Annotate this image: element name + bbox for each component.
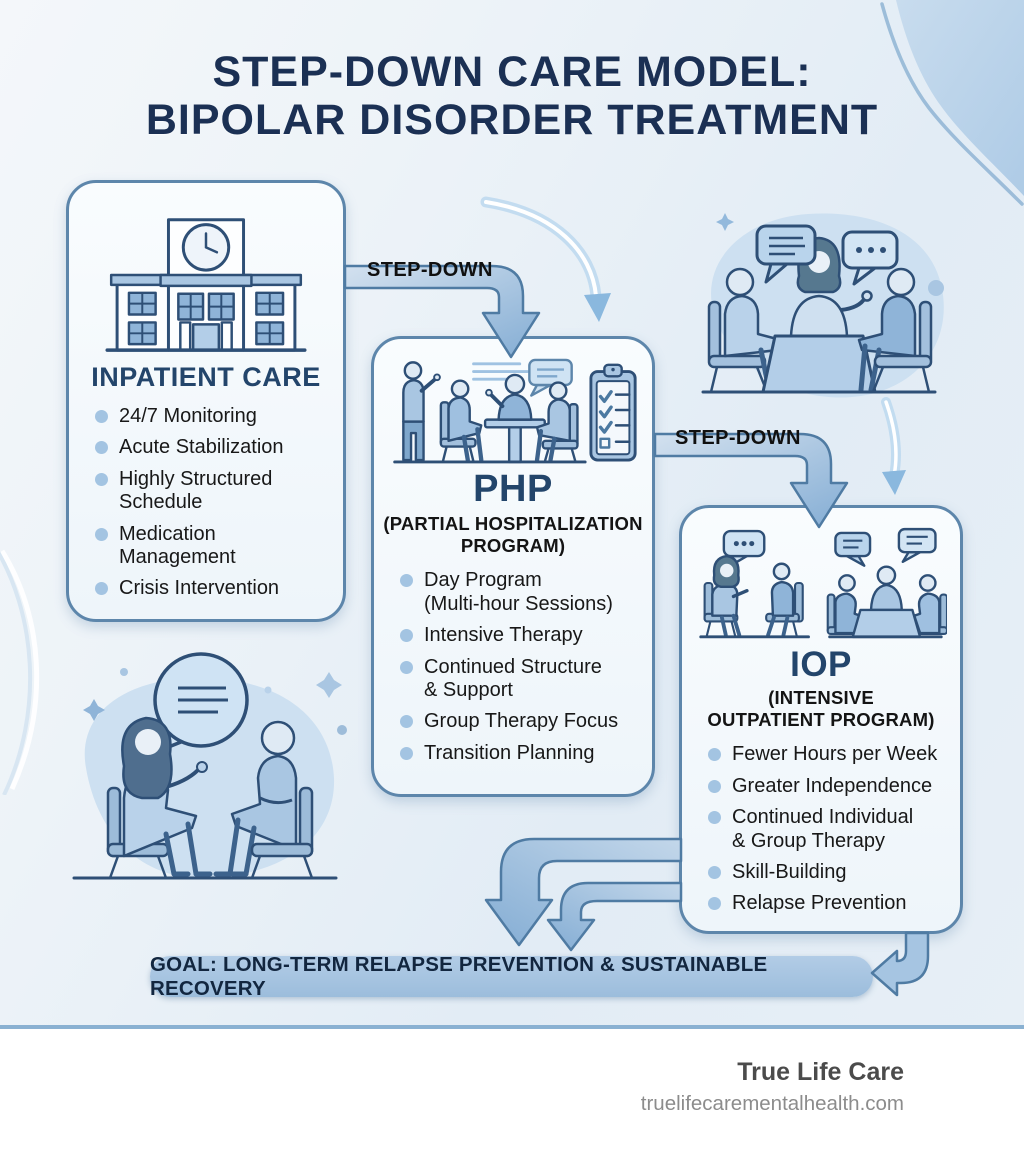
down-arrow-outer [484, 837, 683, 947]
chair-icon [250, 786, 314, 879]
list-item: Highly Structured Schedule [95, 468, 335, 515]
list-item: Continued Individual & Group Therapy [708, 806, 952, 853]
page-title: STEP-DOWN CARE MODEL: BIPOLAR DISORDER T… [145, 48, 879, 145]
stage-feature-list: Day Program (Multi-hour Sessions) Intens… [374, 569, 652, 765]
stage-feature-list: Fewer Hours per Week Greater Independenc… [682, 743, 960, 915]
hospital-building-icon [105, 218, 307, 352]
dot-decoration [928, 280, 944, 296]
goal-banner-text: GOAL: LONG-TERM RELAPSE PREVENTION & SUS… [150, 952, 768, 1000]
footer-divider [0, 1025, 1024, 1029]
list-item: Greater Independence [708, 775, 952, 798]
list-item: Fewer Hours per Week [708, 743, 952, 766]
seated-person [534, 381, 579, 463]
list-item: Day Program (Multi-hour Sessions) [400, 569, 644, 616]
bullet-dot [95, 582, 108, 596]
list-item: Transition Planning [400, 742, 644, 765]
corner-wave-decoration [880, 0, 1024, 206]
group-center-person [869, 565, 903, 612]
speech-bubble-lines-icon [755, 224, 817, 284]
one-on-one-therapy-illustration [72, 652, 347, 880]
stage-feature-list: 24/7 Monitoring Acute Stabilization High… [69, 405, 343, 601]
patient-person [213, 720, 298, 877]
bullet-dot [400, 629, 413, 643]
therapy-sessions-icon [699, 527, 947, 639]
counseling-session-illustration [701, 213, 944, 398]
speech-bubble-icon [528, 358, 573, 397]
standing-person [402, 361, 441, 462]
stage-heading: PHP [473, 468, 553, 510]
curved-flow-arrow-right [881, 397, 906, 495]
sparkle-icon [83, 699, 105, 721]
speech-bubble-lines-icon [834, 531, 872, 567]
list-item: Intensive Therapy [400, 624, 644, 647]
website-url: truelifecarementalhealth.com [640, 1092, 904, 1115]
sparkle-icon [716, 213, 734, 231]
chair-icon [871, 300, 933, 393]
iop-to-goal-arrow [870, 931, 930, 997]
stage-card-php: PHP (PARTIAL HOSPITALIZATION PROGRAM) Da… [371, 336, 655, 797]
stage-heading: INPATIENT CARE [91, 362, 321, 392]
left-arc-decoration [0, 549, 40, 795]
stage-subheading: (PARTIAL HOSPITALIZATION PROGRAM) [383, 513, 643, 557]
bullet-dot [708, 779, 721, 793]
stage-card-iop: IOP (INTENSIVE OUTPATIENT PROGRAM) Fewer… [679, 505, 963, 934]
footer: True Life Care truelifecarementalhealth.… [0, 1029, 1024, 1154]
speech-bubble-lines-icon [897, 527, 937, 564]
list-item: Acute Stabilization [95, 436, 335, 459]
bullet-dot [708, 865, 721, 879]
dot-decoration [337, 725, 347, 735]
stage-heading: IOP [790, 645, 852, 684]
group-right-person [913, 574, 947, 636]
list-item: Relapse Prevention [708, 892, 952, 915]
list-item: Skill-Building [708, 861, 952, 884]
bullet-dot [400, 574, 413, 588]
dot-decoration [120, 668, 128, 676]
step-down-label-2: STEP-DOWN [675, 427, 801, 449]
dot-decoration [264, 686, 272, 694]
bullet-dot [400, 715, 413, 729]
bullet-dot [95, 472, 108, 486]
stage-subheading: (INTENSIVE OUTPATIENT PROGRAM) [707, 687, 935, 731]
bullet-dot [708, 897, 721, 911]
bullet-dot [400, 746, 413, 760]
list-item: Crisis Intervention [95, 577, 335, 600]
curved-flow-arrow-top [480, 196, 611, 322]
table-icon [851, 608, 922, 639]
therapist-person [121, 716, 213, 877]
clipboard-checklist-icon [589, 363, 637, 462]
therapist-person [703, 554, 749, 638]
bullet-dot [400, 660, 413, 674]
group-therapy-table-icon [393, 358, 637, 464]
group-left-person [826, 574, 862, 636]
bullet-dot [708, 748, 721, 762]
bullet-dot [95, 527, 108, 541]
sparkle-icon [316, 672, 342, 698]
bullet-dot [95, 441, 108, 455]
stage-card-inpatient: INPATIENT CARE 24/7 Monitoring Acute Sta… [66, 180, 346, 622]
list-item: Medication Management [95, 523, 335, 570]
list-item: 24/7 Monitoring [95, 405, 335, 428]
list-item: Group Therapy Focus [400, 710, 644, 733]
infographic-canvas: STEP-DOWN CARE MODEL: BIPOLAR DISORDER T… [0, 0, 1024, 1025]
patient-person [765, 562, 804, 638]
bullet-dot [708, 811, 721, 825]
person-behind-table [485, 373, 533, 421]
list-item: Continued Structure & Support [400, 656, 644, 703]
seated-person [439, 379, 484, 463]
bullet-dot [95, 410, 108, 423]
table-icon [761, 334, 877, 394]
goal-banner: GOAL: LONG-TERM RELAPSE PREVENTION & SUS… [150, 953, 873, 1000]
brand-name: True Life Care [737, 1058, 904, 1086]
step-down-label-1: STEP-DOWN [367, 259, 493, 281]
speech-bubble-dots-icon [841, 230, 899, 286]
down-arrow-inner [546, 881, 683, 952]
